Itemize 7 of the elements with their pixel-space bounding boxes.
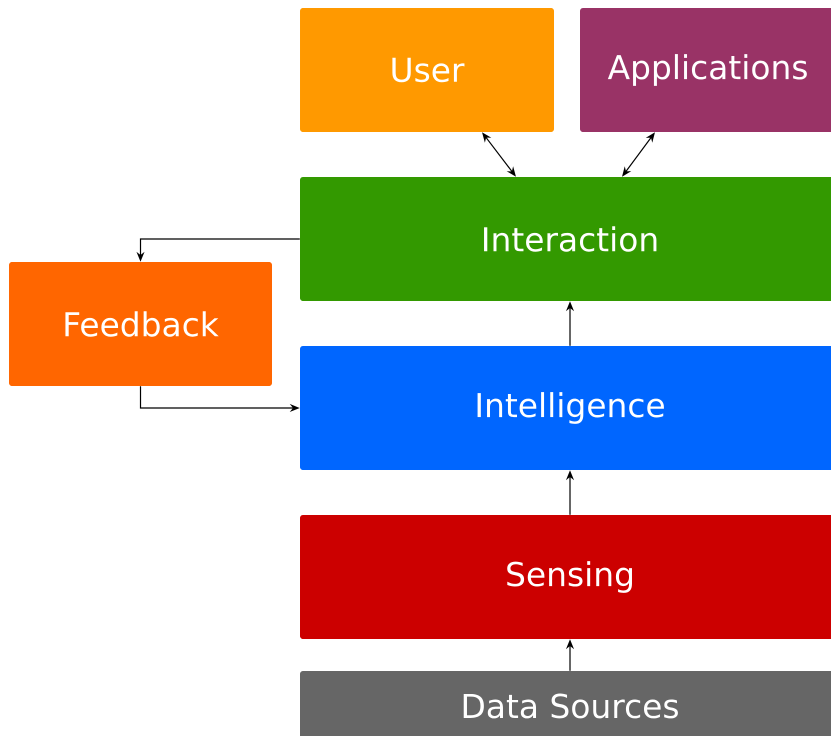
applications-box: Applications — [580, 8, 831, 132]
layer-box: Interaction — [300, 177, 831, 301]
user-box: User — [300, 8, 554, 132]
layer-box: Data Sources — [300, 671, 831, 736]
feedback-box: Feedback — [9, 262, 272, 386]
layer-box: Sensing — [300, 515, 831, 639]
layer-box: Intelligence — [300, 346, 831, 470]
